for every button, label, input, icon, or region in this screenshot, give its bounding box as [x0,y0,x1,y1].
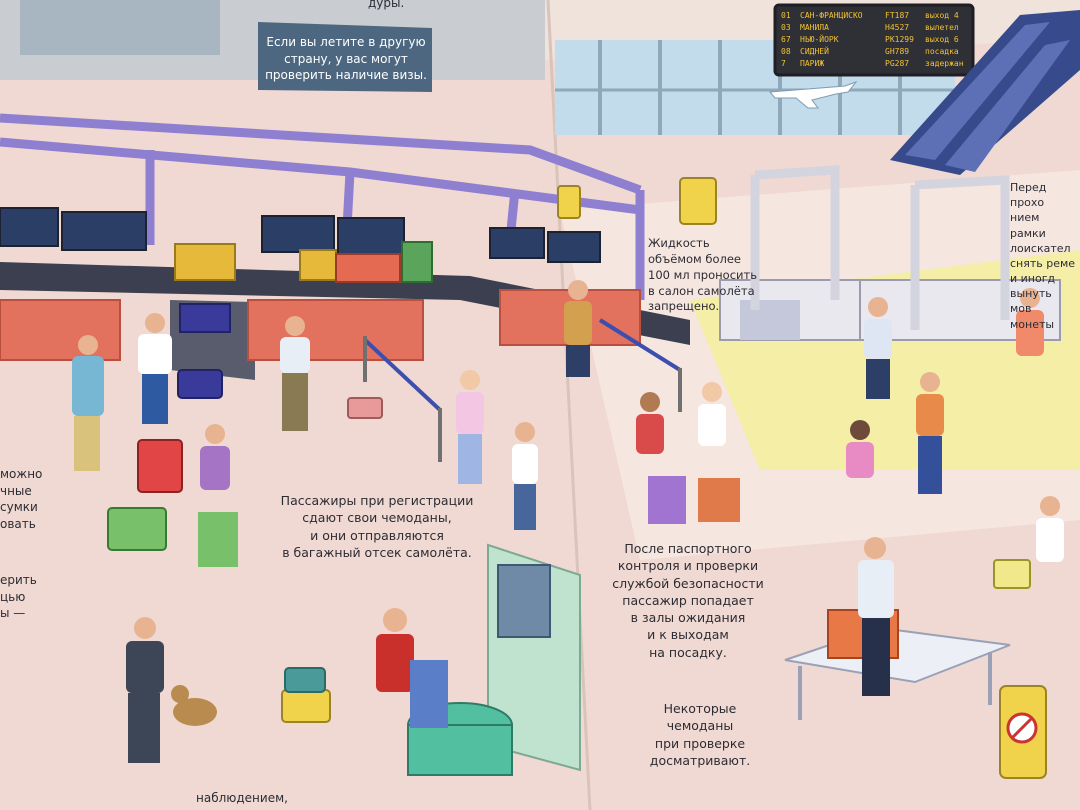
inspector [858,537,894,696]
checkin-caption: Пассажиры при регистрации сдают свои чем… [280,493,474,560]
terminal-windows [555,40,955,135]
passenger [512,422,538,530]
inspection-caption: Некоторые чемоданы при проверке досматри… [649,701,751,768]
board-row-number: 67 [781,35,791,44]
board-row-flight: GH789 [885,47,909,56]
board-row-status: вылетел [925,23,959,32]
board-row-flight: FT187 [885,11,909,20]
passenger [198,424,238,567]
board-row-city: САН-ФРАНЦИСКО [800,11,863,20]
passenger [1016,288,1044,356]
passenger [72,335,104,471]
visa-caption: Если вы летите в другую страну, у вас мо… [265,35,427,83]
passenger [376,608,448,728]
liquid-bins [557,177,1047,779]
board-row-city: СИДНЕЙ [800,45,829,56]
board-row-city: ПАРИЖ [800,59,824,68]
passenger [456,370,484,484]
passenger [916,372,944,494]
escalator [890,10,1080,175]
top-text-fragment: дуры. [368,0,405,10]
board-row-status: выход 4 [925,11,959,20]
barrier-posts [363,336,682,462]
bottom-caption-fragment: наблюдением, [196,791,288,805]
passenger [564,280,592,377]
passengers [72,280,1044,728]
board-row-status: выход 6 [925,35,959,44]
passenger [138,313,172,424]
board-row-number: 01 [781,11,791,20]
overhead-frame [0,113,645,300]
airplane-icon [768,80,858,109]
glass-doors [20,0,220,55]
luggage-on-belt [174,241,433,333]
board-row-status: задержан [925,59,964,68]
board-row-number: 03 [781,23,791,32]
checkin-monitors [0,207,601,263]
passenger [280,316,310,431]
visa-sign-panel [258,22,432,92]
passport-caption: После паспортного контроля и проверки сл… [612,541,764,660]
departures-board: 01 САН-ФРАНЦИСКО FT187 выход 4 03 МАНИЛА H4527… [773,3,975,77]
security-scanners [719,165,1061,341]
board-row-number: 7 [781,59,786,68]
security-officer [864,297,892,399]
passenger [846,420,874,478]
board-row-status: посадка [925,47,959,56]
cleaner [1036,496,1064,562]
board-row-flight: PK1299 [885,35,914,44]
board-row-number: 08 [781,47,791,56]
board-row-flight: H4527 [885,23,909,32]
left-caption-fragment: можно чные сумки овать [0,467,43,531]
security-staff [126,297,1064,763]
security-caption-fragment: Перед прохо нием рамки лоискател снять р… [1010,181,1076,331]
passenger [636,392,686,524]
board-row-flight: PG287 [885,59,909,68]
left-caption-fragment-2: ерить цью ы — [0,573,37,621]
board-row-city: МАНИЛА [800,23,829,32]
liquids-caption: Жидкость объёмом более 100 мл проносить … [648,236,757,314]
guard-dog [171,685,217,726]
board-row-city: НЬЮ-ЙОРК [800,33,839,44]
floor-luggage [107,369,1031,723]
queue-barriers [363,318,682,412]
departures-board-rows: 01 САН-ФРАНЦИСКО FT187 выход 4 03 МАНИЛА H4527… [781,11,964,68]
passenger [698,382,740,522]
security-officer [126,617,164,763]
